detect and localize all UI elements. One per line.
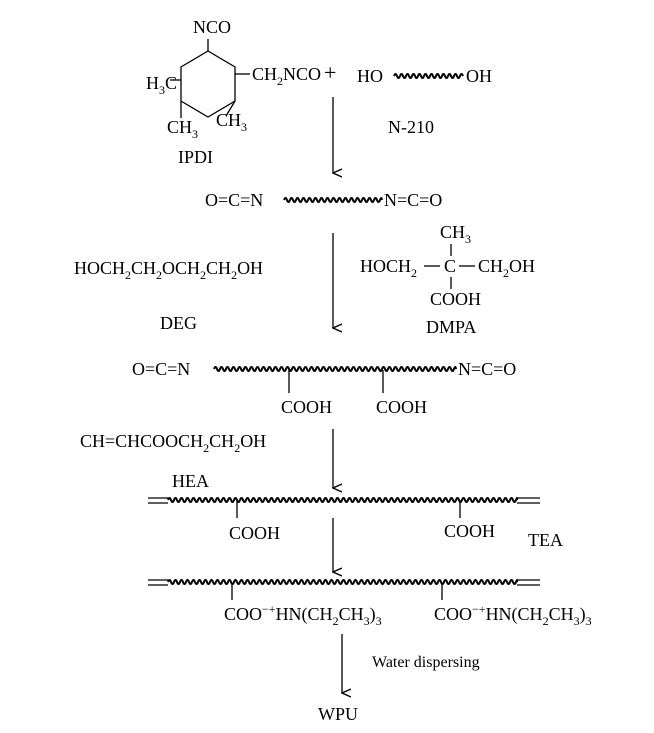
capped-cooh-1: COOH xyxy=(229,523,280,543)
dmpa-cooh: COOH xyxy=(430,289,481,309)
plus-sign: + xyxy=(324,60,336,85)
capped-chain xyxy=(167,497,519,503)
dmpa-name: DMPA xyxy=(426,317,476,337)
prepolymer2-chain xyxy=(213,366,457,372)
prepolymer1-chain xyxy=(283,197,383,203)
prepolymer2-left: O=C=N xyxy=(132,359,190,379)
prepolymer2-cooh-1: COOH xyxy=(281,397,332,417)
tea-label: TEA xyxy=(528,530,563,550)
dmpa-molecule: CH3 HOCH2 C CH2OH COOH DMPA xyxy=(360,222,535,337)
prepolymer-2: O=C=N N=C=O COOH COOH xyxy=(132,359,516,417)
dmpa-methyl: CH3 xyxy=(440,222,471,246)
deg-formula: HOCH2CH2OCH2CH2OH xyxy=(74,258,263,282)
ipdi-methyl-bottom-a: CH3 xyxy=(167,117,198,141)
deg-name: DEG xyxy=(160,313,197,333)
dmpa-center-carbon: C xyxy=(444,256,456,276)
polyol-ho: HO xyxy=(357,66,383,86)
polyol-n210: HO OH N-210 xyxy=(357,66,492,137)
prepolymer2-cooh-2: COOH xyxy=(376,397,427,417)
polyol-oh: OH xyxy=(466,66,492,86)
polyol-chain xyxy=(393,73,464,79)
prepolymer2-right: N=C=O xyxy=(458,359,516,379)
step-water-dispersing: Water dispersing xyxy=(372,654,480,671)
salt-group-1: COO−+HN(CH2CH3)3 xyxy=(224,602,382,628)
hea-formula: CH=CHCOOCH2CH2OH xyxy=(80,431,266,455)
polyol-name: N-210 xyxy=(388,117,434,137)
dmpa-right: CH2OH xyxy=(478,256,535,280)
prepolymer-1: O=C=N N=C=O xyxy=(205,190,442,210)
capped-cooh-2: COOH xyxy=(444,521,495,541)
dmpa-left: HOCH2 xyxy=(360,256,417,280)
hea-name: HEA xyxy=(172,471,209,491)
ipdi-ch2nco: CH2NCO xyxy=(252,64,321,88)
salt-group-2: COO−+HN(CH2CH3)3 xyxy=(434,602,592,628)
neutralized-polymer: COO−+HN(CH2CH3)3 COO−+HN(CH2CH3)3 xyxy=(148,579,592,628)
hea-molecule: CH=CHCOOCH2CH2OH HEA xyxy=(80,431,266,491)
prepolymer1-right: N=C=O xyxy=(384,190,442,210)
ipdi-methyl-left: H3C xyxy=(146,73,177,97)
ipdi-structure: NCO H3C CH2NCO CH3 CH3 IPDI xyxy=(146,17,321,167)
capped-polymer: COOH COOH xyxy=(148,497,540,543)
ipdi-methyl-bottom-b: CH3 xyxy=(216,110,247,134)
ipdi-nco-label: NCO xyxy=(193,17,231,37)
prepolymer1-left: O=C=N xyxy=(205,190,263,210)
ipdi-name: IPDI xyxy=(178,147,213,167)
deg-molecule: HOCH2CH2OCH2CH2OH DEG xyxy=(74,258,263,333)
neutralized-chain xyxy=(167,579,519,585)
product-wpu: WPU xyxy=(318,704,358,724)
